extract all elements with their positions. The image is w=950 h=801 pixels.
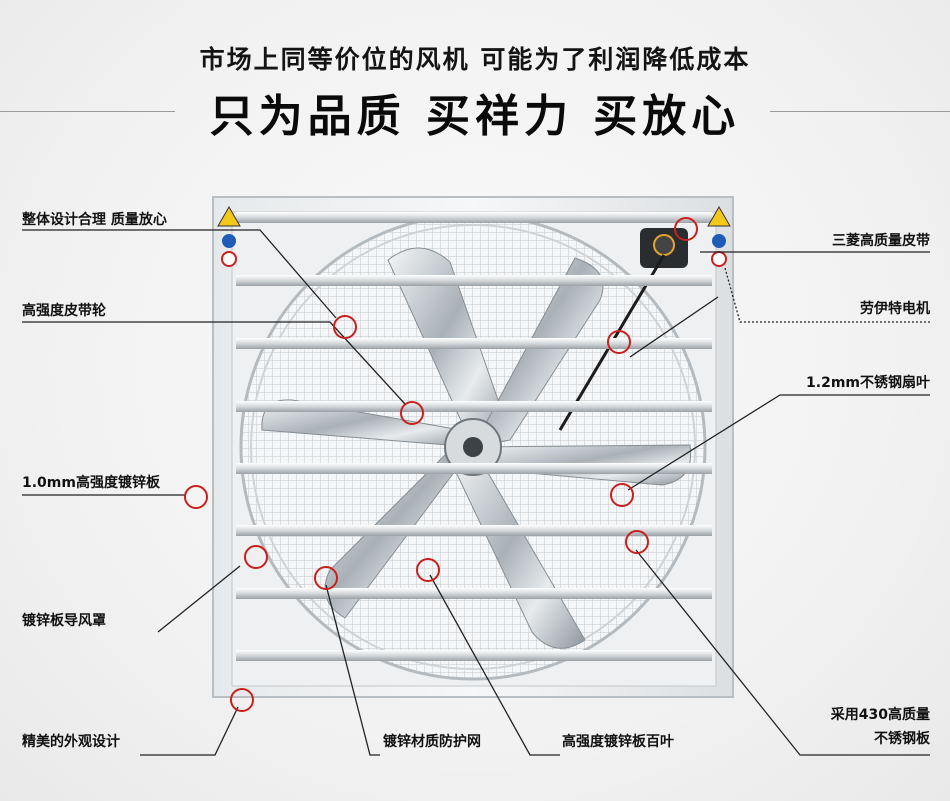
callout-overall-design: 整体设计合理 质量放心 xyxy=(22,212,167,228)
marker-belt xyxy=(674,217,698,241)
leader-louver xyxy=(429,574,560,756)
callout-ss-plate-line2: 不锈钢板 xyxy=(874,731,930,747)
marker-galv-plate xyxy=(184,485,208,509)
marker-mesh xyxy=(314,566,338,590)
leader-ss-plate xyxy=(635,549,930,756)
leader-blade xyxy=(627,394,930,491)
marker-ss-plate xyxy=(625,530,649,554)
leader-mesh xyxy=(325,584,380,756)
headline-right-rule xyxy=(770,111,950,112)
callout-air-shroud: 镀锌板导风罩 xyxy=(22,613,106,629)
callout-motor: 劳伊特电机 xyxy=(860,301,930,317)
leader-lines xyxy=(22,229,930,756)
marker-shroud xyxy=(244,545,268,569)
headline-left-rule xyxy=(0,111,175,112)
motor-pulley xyxy=(653,234,675,256)
callout-louver: 高强度镀锌板百叶 xyxy=(562,734,674,750)
headline-title: 只为品质 买祥力 买放心 xyxy=(209,91,741,142)
callout-blade: 1.2mm不锈钢扇叶 xyxy=(806,375,930,391)
leader-motor-2 xyxy=(629,296,719,358)
marker-louver xyxy=(416,558,440,582)
leader-pulley xyxy=(22,321,406,405)
leader-design xyxy=(22,229,337,319)
marker-motor xyxy=(607,330,631,354)
marker-pulley xyxy=(400,401,424,425)
headline-subtitle: 市场上同等价位的风机 可能为了利润降低成本 xyxy=(199,45,751,74)
leader-motor xyxy=(724,267,930,323)
callout-guard-mesh: 镀锌材质防护网 xyxy=(383,734,481,750)
callout-belt-pulley: 高强度皮带轮 xyxy=(22,303,106,319)
leader-appearance xyxy=(140,706,239,756)
hub-bolt xyxy=(463,437,483,457)
warning-stickers xyxy=(217,206,731,267)
callout-galvanized-plate: 1.0mm高强度镀锌板 xyxy=(22,475,160,491)
callout-appearance: 精美的外观设计 xyxy=(22,734,120,750)
marker-appearance xyxy=(230,688,254,712)
marker-design xyxy=(333,315,357,339)
feature-markers xyxy=(184,217,698,712)
callout-ss-plate-line1: 采用430高质量 xyxy=(830,707,930,723)
leader-shroud xyxy=(157,565,241,633)
marker-blade xyxy=(610,483,634,507)
callout-belt: 三菱高质量皮带 xyxy=(832,233,930,249)
air-shroud-ring xyxy=(250,224,696,670)
